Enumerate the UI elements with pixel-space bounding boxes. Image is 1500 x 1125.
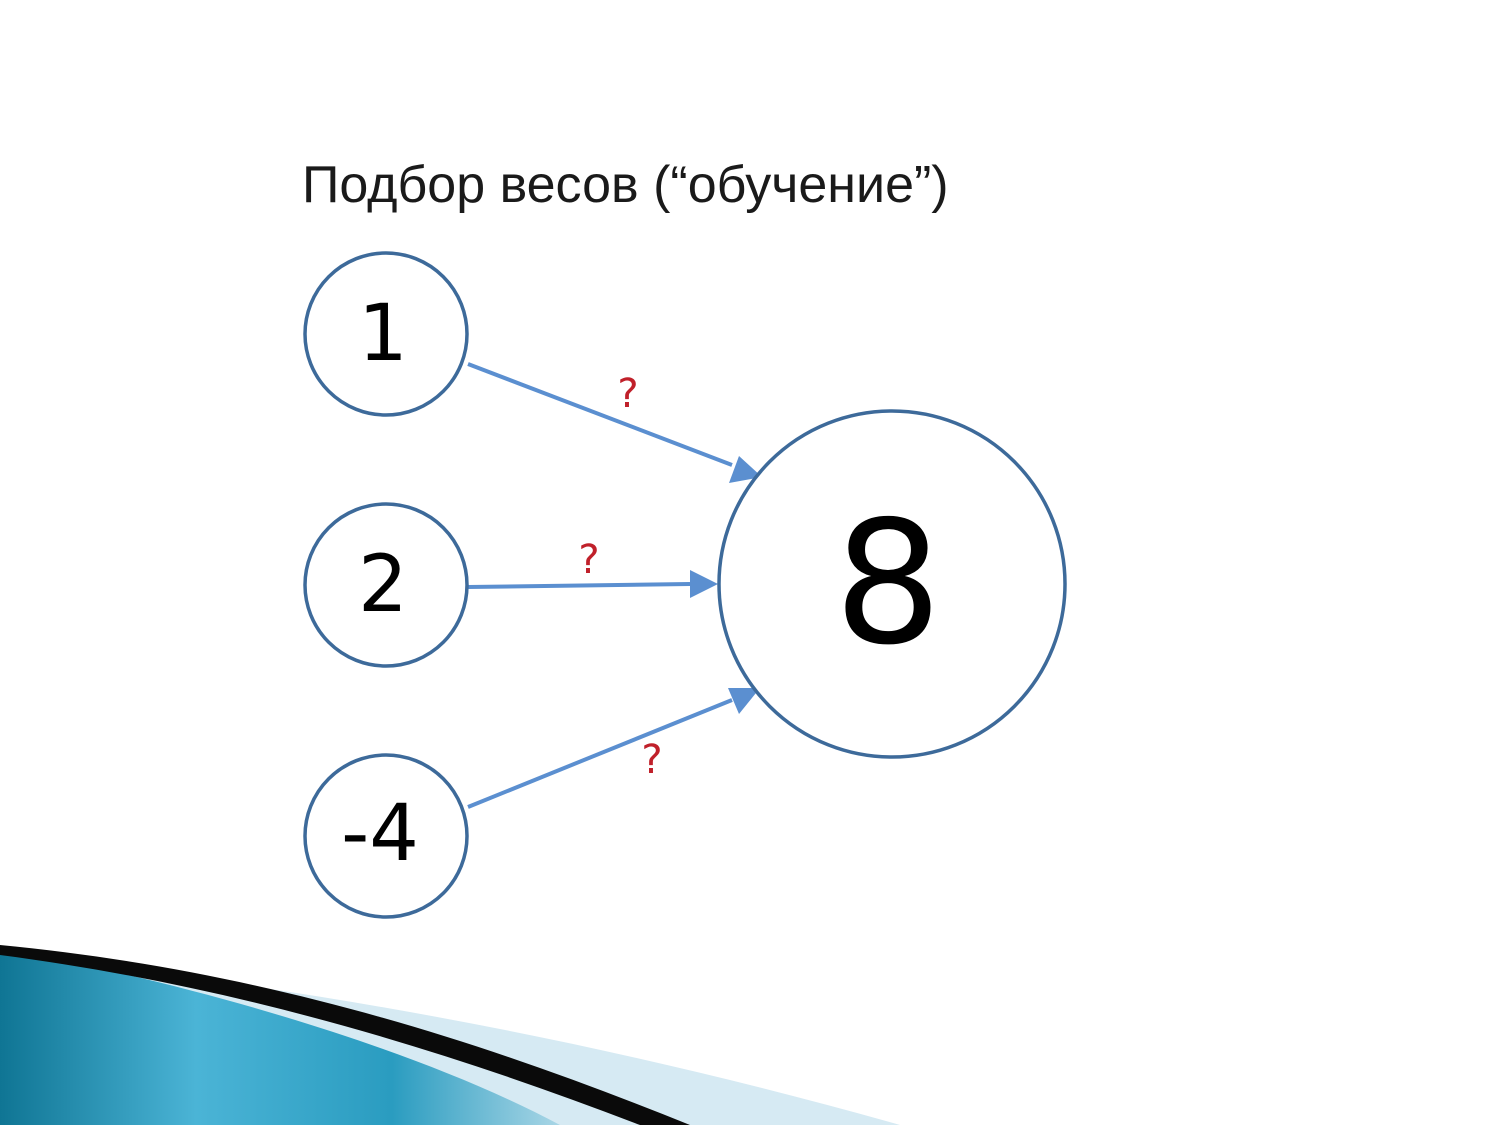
input-node-2: 2 — [303, 502, 469, 668]
node-value: -4 — [341, 789, 419, 879]
input-node-1: 1 — [303, 251, 469, 417]
edge-line — [467, 582, 691, 589]
node-value: 8 — [834, 485, 942, 683]
output-node: 8 — [717, 409, 1067, 759]
edge-line — [467, 698, 733, 809]
node-circle — [303, 753, 469, 919]
node-circle — [303, 251, 469, 417]
edge-input-2: ? — [467, 537, 718, 598]
node-value: 2 — [358, 540, 408, 630]
weight-label: ? — [578, 537, 599, 583]
arrowhead-icon — [729, 456, 762, 483]
arrowhead-icon — [728, 688, 760, 714]
edge-input-1: ? — [467, 362, 762, 483]
edge-input-3: ? — [467, 688, 760, 809]
node-circle — [303, 502, 469, 668]
edge-line — [467, 362, 733, 467]
slide-title: Подбор весов (“обучение”) — [302, 156, 949, 214]
node-value: 1 — [358, 289, 408, 379]
weight-label: ? — [641, 737, 662, 783]
node-circle — [717, 409, 1067, 759]
weight-label: ? — [617, 371, 638, 417]
arrowhead-icon — [690, 570, 718, 598]
input-node-3: -4 — [303, 753, 469, 919]
